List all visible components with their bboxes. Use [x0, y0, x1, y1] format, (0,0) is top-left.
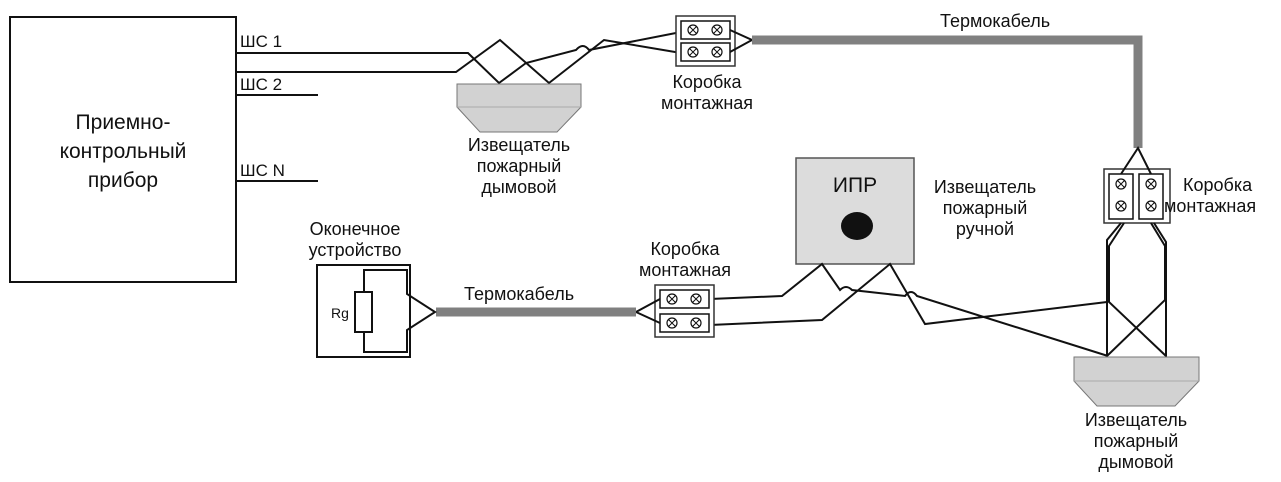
ipr-button: [841, 212, 873, 240]
smoke-detector-top: [456, 83, 582, 133]
junction-box-right: [1103, 145, 1171, 224]
loop-label-2: ШС 2: [240, 75, 282, 94]
junction-box-bottom: [633, 284, 715, 338]
box-bottom-label-1: Коробка: [650, 239, 720, 259]
right-box-to-detector-wiring: [1106, 222, 1167, 359]
ipr-label-3: ручной: [956, 219, 1014, 239]
ipr-label-1: Извещатель: [934, 177, 1036, 197]
smoke-top-label-1: Извещатель: [468, 135, 570, 155]
thermocable-bottom-label: Термокабель: [464, 284, 574, 304]
box-right-label-1: Коробка: [1183, 175, 1253, 195]
smoke-top-label-3: дымовой: [481, 177, 556, 197]
bottom-wiring: [709, 262, 1109, 357]
smoke-bottom-label-3: дымовой: [1098, 452, 1173, 472]
resistor-label: Rg: [331, 305, 349, 321]
panel-label-line-3: прибор: [88, 169, 158, 192]
end-of-line-device: [316, 264, 437, 358]
loop-label-n: ШС N: [240, 161, 285, 180]
box-top-label-1: Коробка: [672, 72, 742, 92]
resistor: [354, 291, 373, 333]
smoke-bottom-label-1: Извещатель: [1085, 410, 1187, 430]
manual-call-point: [795, 157, 915, 265]
thermocable-top: [752, 35, 1143, 148]
control-panel: Приемно- контрольный прибор: [9, 16, 237, 283]
end-device-label-2: устройство: [309, 240, 402, 260]
box-bottom-label-2: монтажная: [639, 260, 731, 280]
ipr-abbr: ИПР: [833, 174, 877, 197]
box-right-label-2: монтажная: [1164, 196, 1256, 216]
ipr-label-2: пожарный: [943, 198, 1028, 218]
smoke-detector-bottom: [1073, 356, 1200, 407]
end-device-label-1: Оконечное: [310, 219, 401, 239]
loop-1-wiring: [318, 31, 682, 85]
junction-box-top: [675, 15, 755, 67]
smoke-bottom-label-2: пожарный: [1094, 431, 1179, 451]
loop-outputs: [236, 52, 318, 182]
box-top-label-2: монтажная: [661, 93, 753, 113]
thermocable-top-label: Термокабель: [940, 11, 1050, 31]
smoke-top-label-2: пожарный: [477, 156, 562, 176]
panel-label-line-2: контрольный: [60, 140, 187, 163]
loop-label-1: ШС 1: [240, 32, 282, 51]
panel-label-line-1: Приемно-: [76, 111, 171, 134]
